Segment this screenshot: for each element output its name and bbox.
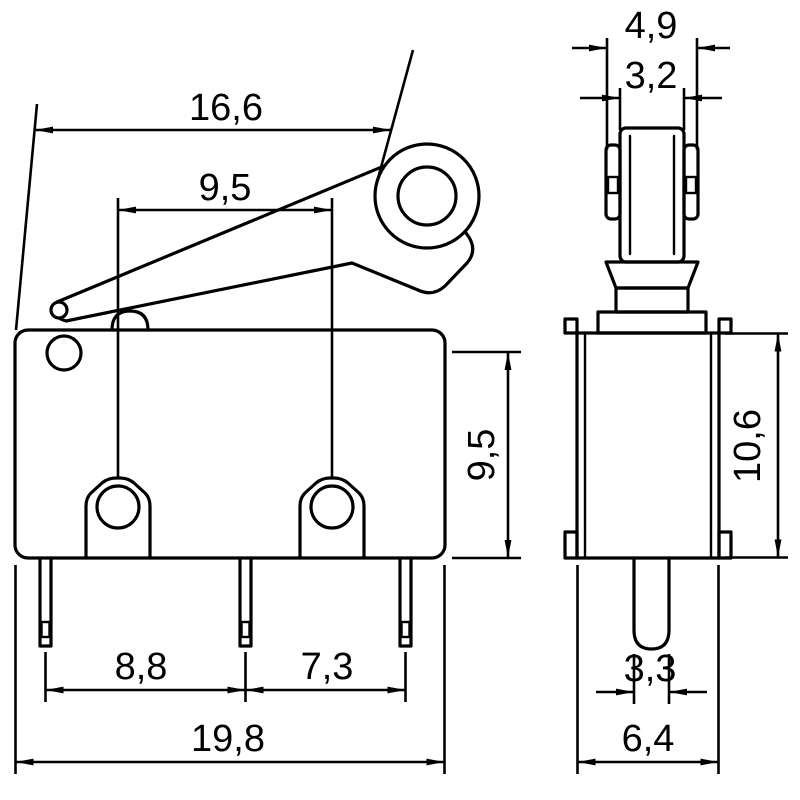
body-side-profile [575,331,721,560]
lever-fork-base [604,260,700,290]
fork-clip-left [604,143,622,221]
terminal-pin-1-hole [40,620,51,639]
roller-outer [373,142,481,250]
axle-end-left [606,175,620,195]
ext-lever-left [14,103,39,331]
roller-inner [396,165,458,227]
fork-clip-right [682,143,700,221]
ext-lever-right [375,49,415,183]
terminal-pin-2-hole [240,620,251,639]
mount-ear-right [717,317,733,335]
dim-label-roller-width: 3,2 [625,55,678,97]
lever-pivot-loop [49,300,69,320]
lever-stem [614,286,690,314]
mount-hole-right [309,484,355,530]
dim-label-pin-width: 3,3 [624,648,677,690]
dim-label-body-height: 9,5 [461,429,503,482]
front-view [13,142,481,648]
dim-label-hole-spacing: 9,5 [199,167,252,209]
plunger-bump [110,309,150,332]
dim-label-body-width: 19,8 [191,718,265,760]
switch-body-outline [13,328,447,560]
dimensions: 16,6 9,5 9,5 8,8 7,3 19,8 4,9 3,2 10,6 3… [14,5,788,774]
side-tab-left [563,530,579,560]
dim-label-overall-height: 10,6 [727,409,769,483]
terminal-pin-2 [238,556,253,648]
dim-label-body-depth: 6,4 [622,718,675,760]
mount-tab-left [84,476,152,559]
top-platform [596,310,708,335]
dim-label-fork-width: 4,9 [625,5,678,47]
axle-end-right [684,175,698,195]
pivot-hole [45,334,83,372]
terminal-pin-3 [398,556,413,648]
dim-label-pin-pitch-right: 7,3 [301,646,354,688]
dim-label-pin-pitch-left: 8,8 [115,646,168,688]
pin-side-profile [632,556,671,651]
side-view [563,126,733,651]
terminal-pin-1 [38,556,53,648]
mount-ear-left [563,317,579,335]
mount-hole-left [95,484,141,530]
dim-label-lever-reach: 16,6 [189,87,263,129]
mount-tab-right [298,476,366,559]
terminal-pin-3-hole [400,620,411,639]
side-tab-right [717,530,733,560]
